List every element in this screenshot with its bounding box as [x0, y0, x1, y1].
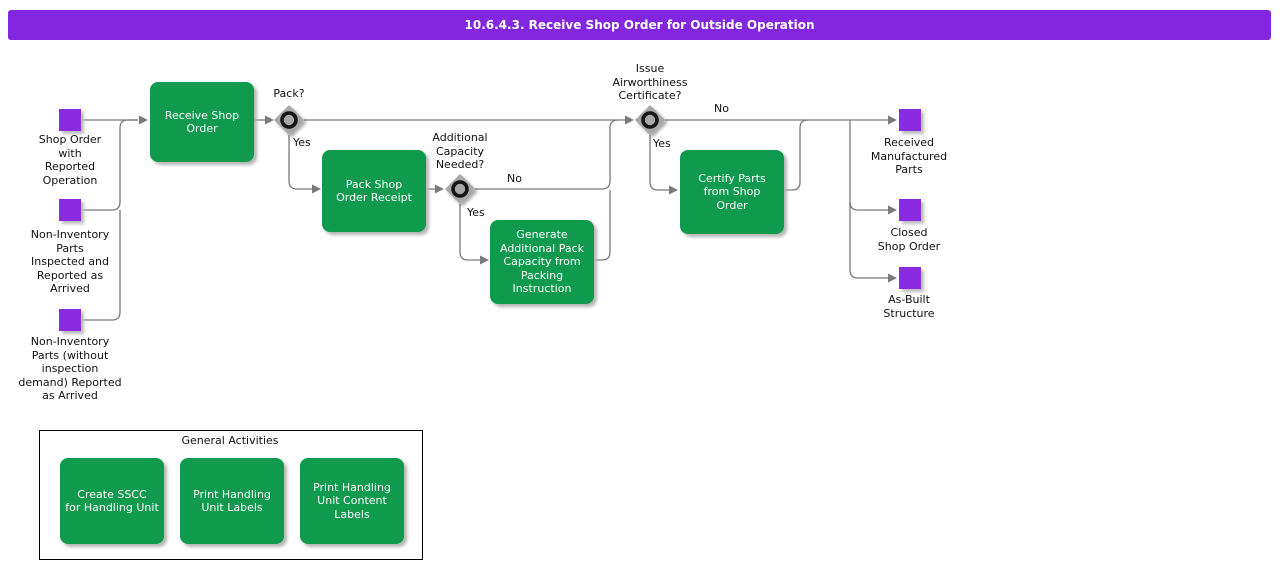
event-label: As-Built Structure: [883, 293, 935, 320]
edge-label-capacity-yes: Yes: [467, 206, 485, 219]
connector-line: [849, 202, 888, 279]
event-closed-shop-order[interactable]: [899, 199, 921, 221]
connector-line: [459, 204, 481, 261]
arrowhead-icon: [312, 184, 321, 194]
xor-gateway-icon: [451, 180, 469, 198]
activity-receive-shop-order[interactable]: Receive Shop Order: [150, 82, 254, 162]
gateway-question-certificate: Issue Airworthiness Certificate?: [612, 62, 688, 102]
activity-generate-pack-capacity[interactable]: Generate Additional Pack Capacity from P…: [490, 220, 594, 304]
general-activities-title: General Activities: [181, 434, 279, 447]
edge-label-pack-yes: Yes: [293, 136, 311, 149]
connector-line: [81, 119, 138, 211]
connector-line: [475, 119, 619, 190]
activity-certify-parts[interactable]: Certify Parts from Shop Order: [680, 150, 784, 234]
arrowhead-icon: [265, 115, 274, 125]
activity-pack-shop-order-receipt[interactable]: Pack Shop Order Receipt: [322, 150, 426, 232]
event-label: Non-Inventory Parts Inspected and Report…: [30, 228, 110, 295]
event-label: Shop Order with Reported Operation: [38, 133, 102, 187]
edge-label-capacity-no: No: [507, 172, 522, 185]
event-label: Received Manufactured Parts: [870, 136, 948, 176]
connector-line: [288, 135, 312, 190]
arrowhead-icon: [888, 273, 897, 283]
activity-print-hu-labels[interactable]: Print Handling Unit Labels: [180, 458, 284, 544]
activity-create-sscc[interactable]: Create SSCC for Handling Unit: [60, 458, 164, 544]
arrowhead-icon: [139, 115, 148, 125]
diagram-title-bar: 10.6.4.3. Receive Shop Order for Outside…: [8, 10, 1271, 40]
edge-label-certificate-no: No: [714, 102, 729, 115]
event-noninventory-no-inspection[interactable]: [59, 309, 81, 331]
connector-line: [780, 119, 809, 191]
gateway-question-capacity: Additional Capacity Needed?: [432, 131, 488, 171]
arrowhead-icon: [669, 185, 678, 195]
arrowhead-icon: [888, 115, 897, 125]
event-label: Closed Shop Order: [877, 226, 941, 253]
gateway-additional-capacity[interactable]: [445, 174, 475, 204]
edge-label-certificate-yes: Yes: [653, 137, 671, 150]
connector-line: [649, 135, 670, 191]
xor-gateway-icon: [641, 111, 659, 129]
event-label: Non-Inventory Parts (without inspection …: [18, 335, 122, 402]
connector-line: [81, 210, 121, 321]
event-shop-order-reported[interactable]: [59, 109, 81, 131]
page-title: 10.6.4.3. Receive Shop Order for Outside…: [464, 18, 815, 32]
arrowhead-icon: [480, 255, 489, 265]
arrowhead-icon: [435, 184, 444, 194]
gateway-question-pack: Pack?: [273, 87, 305, 100]
arrowhead-icon: [625, 115, 634, 125]
event-received-manufactured-parts[interactable]: [899, 109, 921, 131]
connector-line: [590, 190, 611, 261]
event-noninventory-inspected[interactable]: [59, 199, 81, 221]
xor-gateway-icon: [280, 111, 298, 129]
activity-print-hu-content-labels[interactable]: Print Handling Unit Content Labels: [300, 458, 404, 544]
gateway-airworthiness[interactable]: [635, 105, 665, 135]
gateway-pack[interactable]: [274, 105, 304, 135]
arrowhead-icon: [888, 205, 897, 215]
event-as-built-structure[interactable]: [899, 267, 921, 289]
